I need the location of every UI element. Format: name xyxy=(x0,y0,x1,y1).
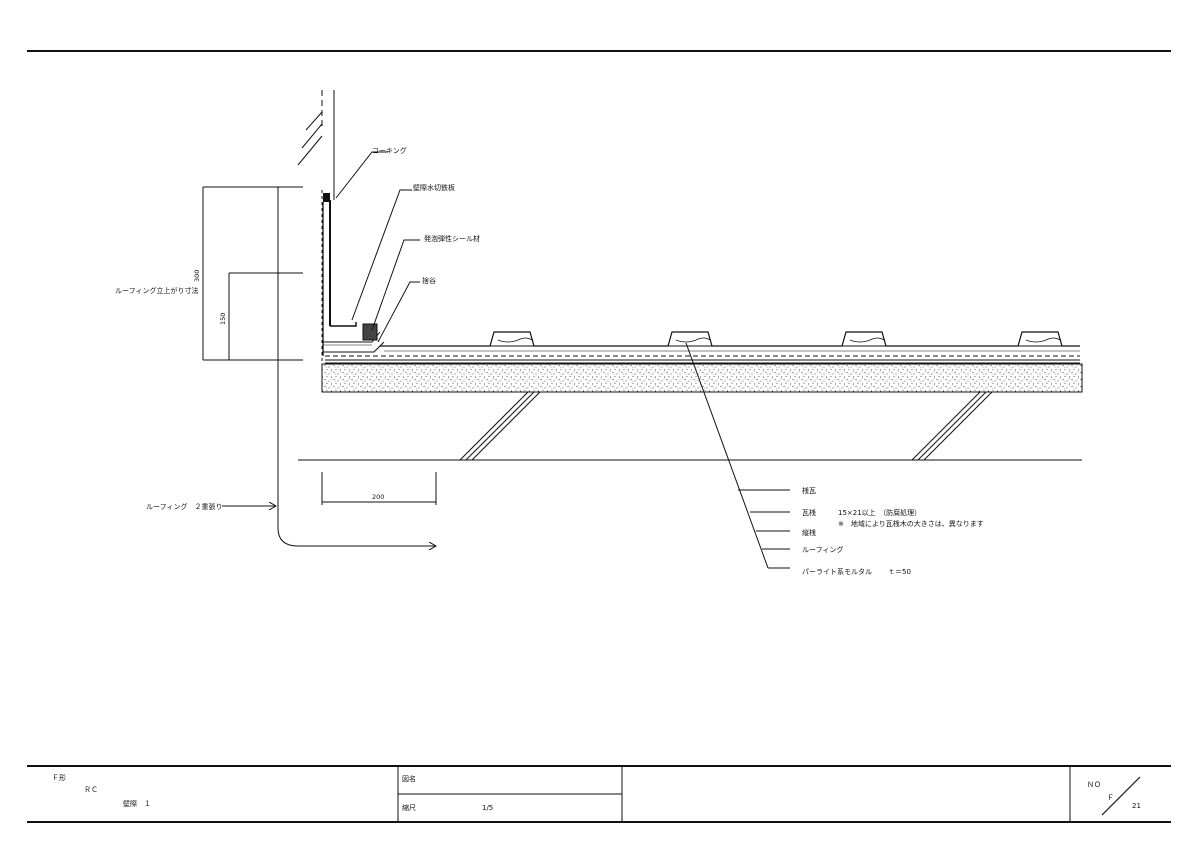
rc-wall xyxy=(297,90,335,390)
legend-batten-note: ※ 地域により瓦桟木の大きさは、異なります xyxy=(838,519,984,528)
leader-lines xyxy=(335,151,790,569)
title-part: 壁際 １ xyxy=(123,799,151,808)
drawing-series: Ｆ xyxy=(1107,794,1114,802)
label-caulking: コーキング xyxy=(372,146,407,155)
title-structure: ＲＣ xyxy=(84,786,98,794)
legend-tile: 桟瓦 xyxy=(802,486,816,495)
drawing-name-label: 図名 xyxy=(402,774,416,783)
legend-counter-batten: 縦桟 xyxy=(802,528,816,537)
label-roofing-double: ルーフィング ２重張り xyxy=(146,502,222,511)
dimension-lines xyxy=(202,186,436,546)
roof-tiles xyxy=(325,331,1080,364)
label-foam-seal: 発泡弾性シール材 xyxy=(424,234,480,243)
foam-seal-block xyxy=(362,323,378,341)
title-type: Ｆ形 xyxy=(52,774,66,782)
label-roofing-rise: ルーフィング立上がり寸法 xyxy=(115,286,198,295)
dim-rise-inner: 150 xyxy=(219,313,227,325)
legend-batten: 瓦桟 xyxy=(802,508,816,517)
legend-roofing: ルーフィング xyxy=(802,545,843,554)
label-fastener: 捨谷 xyxy=(422,276,436,285)
legend-mortar-thickness: ｔ＝50 xyxy=(888,568,911,576)
label-wall-flashing: 壁際水切鉄板 xyxy=(413,183,455,192)
sheet-number: 21 xyxy=(1132,802,1141,810)
scale-label: 縮尺 xyxy=(402,803,416,812)
scale-value: 1/5 xyxy=(482,804,493,812)
no-label: ＮＯ xyxy=(1087,781,1101,789)
dim-rise-total: 300 xyxy=(193,270,201,282)
legend-mortar: パーライト系モルタル xyxy=(802,567,872,576)
title-block xyxy=(27,765,1171,823)
slab-hatching xyxy=(298,391,1082,461)
legend-batten-spec: 15×21以上 （防腐処理） xyxy=(838,508,921,517)
dim-overlap: 200 xyxy=(372,493,384,501)
